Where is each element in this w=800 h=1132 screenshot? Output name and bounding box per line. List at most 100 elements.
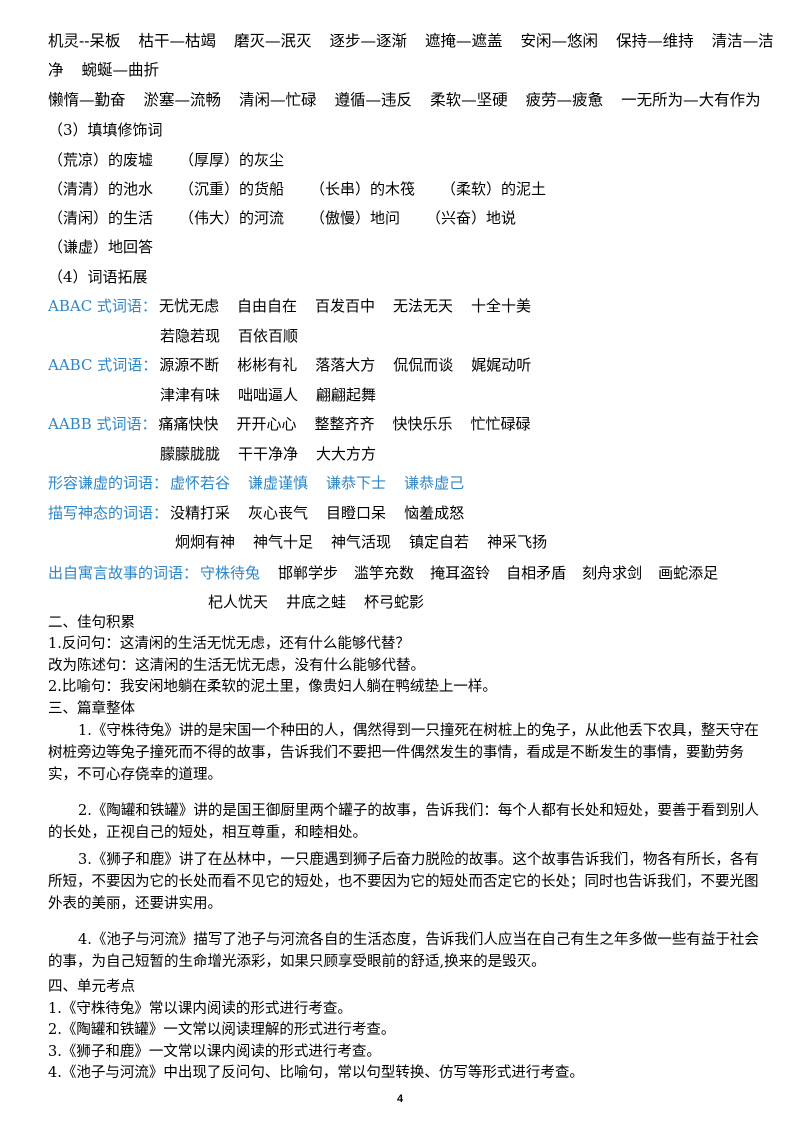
modest-row: 形容谦虚的词语：虚怀若谷谦虚谨慎谦恭下士谦恭虚己 bbox=[48, 472, 464, 494]
aabc-row-2: 津津有味咄咄逼人翩翩起舞 bbox=[160, 384, 376, 406]
exam-point-4: 4.《池子与河流》中出现了反问句、比喻句，常以句型转换、仿写等形式进行考查。 bbox=[48, 1065, 584, 1081]
term: （柔软）的泥土 bbox=[441, 180, 547, 198]
term: 无法无天 bbox=[392, 297, 453, 315]
fable-first: 守株待兔 bbox=[200, 564, 261, 582]
term: 翩翩起舞 bbox=[316, 386, 377, 404]
term: 津津有味 bbox=[160, 386, 221, 404]
term: 虚怀若谷 bbox=[170, 474, 231, 492]
term: 掩耳盗铃 bbox=[430, 564, 491, 582]
sentence-1: 1.反问句：这清闲的生活无忧无虑，还有什么能够代替？ bbox=[48, 636, 410, 652]
page-number: 4 bbox=[396, 1093, 404, 1105]
term: 目瞪口呆 bbox=[326, 504, 387, 522]
term: 炯炯有神 bbox=[175, 533, 236, 551]
term: （厚厚）的灰尘 bbox=[179, 151, 285, 169]
term: 干干净净 bbox=[238, 445, 299, 463]
term: （兴奋）地说 bbox=[426, 209, 517, 227]
sentence-2: 2.比喻句：我安闲地躺在柔软的泥土里，像贵妇人躺在鸭绒垫上一样。 bbox=[48, 679, 497, 695]
term: 懒惰—勤奋 bbox=[48, 91, 126, 109]
aabb-label: AABB 式词语： bbox=[48, 415, 157, 433]
term: 邯郸学步 bbox=[278, 564, 339, 582]
term: 源源不断 bbox=[159, 356, 220, 374]
term: 净 bbox=[48, 61, 64, 79]
term: 清洁—洁 bbox=[711, 32, 774, 50]
term: 娓娓动听 bbox=[471, 356, 532, 374]
term: 疲劳—疲惫 bbox=[525, 91, 604, 109]
term: （清闲）的生活 bbox=[48, 209, 154, 227]
term: （荒凉）的废墟 bbox=[48, 151, 154, 169]
fable-row: 出自寓言故事的词语：守株待兔邯郸学步滥竽充数掩耳盗铃自相矛盾刻舟求剑画蛇添足 bbox=[48, 562, 734, 584]
term: 十全十美 bbox=[471, 297, 532, 315]
term: 柔软—坚硬 bbox=[430, 91, 508, 109]
term: 磨灭—泯灭 bbox=[234, 32, 312, 50]
term: 画蛇添足 bbox=[658, 564, 719, 582]
mood-row: 描写神态的词语：没精打采灰心丧气目瞪口呆恼羞成怒 bbox=[48, 502, 464, 524]
exam-heading: 四、单元考点 bbox=[48, 979, 135, 995]
term: 机灵--呆板 bbox=[48, 32, 121, 50]
overall-paragraph-1: 1.《守株待兔》讲的是宋国一个种田的人，偶然得到一只撞死在树桩上的兔子，从此他丢… bbox=[48, 723, 759, 783]
modifiers-row-2: （清清）的池水（沉重）的货船（长串）的木筏（柔软）的泥土 bbox=[48, 178, 572, 200]
abac-row-2: 若隐若现百依百顺 bbox=[160, 325, 298, 347]
term: 淤塞—流畅 bbox=[143, 91, 222, 109]
sentences-heading: 二、佳句积累 bbox=[48, 615, 135, 631]
term: 杞人忧天 bbox=[208, 593, 269, 611]
modest-label: 形容谦虚的词语： bbox=[48, 474, 169, 492]
term: 自相矛盾 bbox=[506, 564, 567, 582]
term: 遵循—违反 bbox=[334, 91, 413, 109]
term: 谦虚谨慎 bbox=[248, 474, 309, 492]
sentence-1b: 改为陈述句：这清闲的生活无忧无虑，没有什么能够代替。 bbox=[48, 658, 425, 674]
term: 整整齐齐 bbox=[314, 415, 375, 433]
term: 彬彬有礼 bbox=[237, 356, 298, 374]
term: 杯弓蛇影 bbox=[364, 593, 425, 611]
aabc-label: AABC 式词语： bbox=[48, 356, 158, 374]
abac-row: ABAC 式词语：无忧无虑自由自在百发百中无法无天十全十美 bbox=[48, 295, 531, 317]
abac-label: ABAC 式词语： bbox=[48, 297, 157, 315]
modifiers-row-1: （荒凉）的废墟 （厚厚）的灰尘 bbox=[48, 149, 310, 171]
term: 落落大方 bbox=[315, 356, 376, 374]
term: 无忧无虑 bbox=[158, 297, 219, 315]
antonym-line-2: 净蜿蜒—曲折 bbox=[48, 59, 159, 81]
term: （伟大）的河流 bbox=[179, 209, 285, 227]
term: 保持—维持 bbox=[616, 32, 694, 50]
term: 遮掩—遮盖 bbox=[425, 32, 503, 50]
expand-heading: （4）词语拓展 bbox=[48, 268, 148, 286]
exam-point-3: 3.《狮子和鹿》一文常以课内阅读的形式进行考查。 bbox=[48, 1044, 381, 1060]
aabb-row: AABB 式词语：痛痛快快开开心心整整齐齐快快乐乐忙忙碌碌 bbox=[48, 413, 531, 435]
term: 朦朦胧胧 bbox=[160, 445, 221, 463]
term: 灰心丧气 bbox=[248, 504, 309, 522]
term: 百发百中 bbox=[314, 297, 375, 315]
term: 清闲—忙碌 bbox=[239, 91, 317, 109]
fable-label: 出自寓言故事的词语： bbox=[48, 564, 199, 582]
exam-point-1: 1.《守株待兔》常以课内阅读的形式进行考查。 bbox=[48, 1001, 352, 1017]
mood-label: 描写神态的词语： bbox=[48, 504, 169, 522]
antonym-line-3: 懒惰—勤奋淤塞—流畅清闲—忙碌遵循—违反柔软—坚硬疲劳—疲惫一无所为—大有作为 bbox=[48, 89, 761, 111]
overall-paragraph-3: 3.《狮子和鹿》讲了在丛林中，一只鹿遇到狮子后奋力脱险的故事。这个故事告诉我们，… bbox=[48, 852, 759, 912]
term: 安闲—悠闲 bbox=[520, 32, 599, 50]
term: 滥竽充数 bbox=[354, 564, 415, 582]
term: 井底之蛙 bbox=[286, 593, 347, 611]
overall-paragraph-4: 4.《池子与河流》描写了池子与河流各自的生活态度，告诉我们人应当在自己有生之年多… bbox=[48, 932, 759, 970]
term: 没精打采 bbox=[170, 504, 231, 522]
term: 神气十足 bbox=[253, 533, 314, 551]
term: 百依百顺 bbox=[238, 327, 299, 345]
term: 刻舟求剑 bbox=[582, 564, 643, 582]
antonym-line-1: 机灵--呆板枯干—枯竭磨灭—泯灭逐步—逐渐遮掩—遮盖安闲—悠闲保持—维持清洁—洁 bbox=[48, 30, 774, 52]
term: （傲慢）地问 bbox=[310, 209, 401, 227]
term: 镇定自若 bbox=[409, 533, 470, 551]
aabb-row-2: 朦朦胧胧干干净净大大方方 bbox=[160, 443, 376, 465]
term: （长串）的木筏 bbox=[310, 180, 416, 198]
term: 若隐若现 bbox=[160, 327, 221, 345]
modifiers-heading: （3）填填修饰词 bbox=[48, 121, 163, 139]
term: 神气活现 bbox=[331, 533, 392, 551]
term: 自由自在 bbox=[236, 297, 297, 315]
overall-heading: 三、篇章整体 bbox=[48, 701, 135, 717]
term: 开开心心 bbox=[236, 415, 297, 433]
mood-row-2: 炯炯有神神气十足神气活现镇定自若神采飞扬 bbox=[175, 531, 547, 553]
term: 恼羞成怒 bbox=[404, 504, 465, 522]
aabc-row: AABC 式词语：源源不断彬彬有礼落落大方侃侃而谈娓娓动听 bbox=[48, 354, 531, 376]
term: 谦恭虚己 bbox=[404, 474, 465, 492]
term: 侃侃而谈 bbox=[393, 356, 454, 374]
term: 一无所为—大有作为 bbox=[621, 91, 761, 109]
term: 枯干—枯竭 bbox=[138, 32, 216, 50]
term: （谦虚）地回答 bbox=[48, 238, 154, 256]
